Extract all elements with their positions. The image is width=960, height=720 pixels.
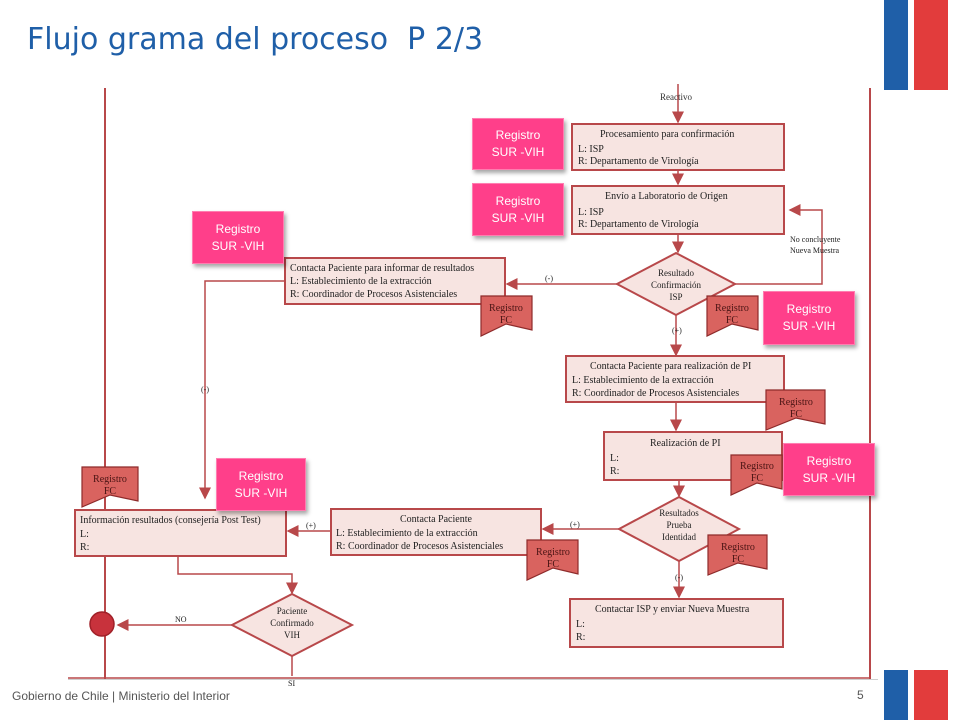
- svg-text:L: ISP: L: ISP: [578, 207, 604, 218]
- svg-text:Paciente: Paciente: [277, 606, 308, 616]
- svg-text:Procesamiento para confirmació: Procesamiento para confirmación: [600, 129, 734, 140]
- envio-box: Envío a Laboratorio de Origen L: ISP R: …: [571, 185, 785, 235]
- svg-text:Resultados: Resultados: [659, 508, 699, 518]
- svg-text:Contacta Paciente: Contacta Paciente: [400, 514, 472, 525]
- svg-text:R: Departamento de Virología: R: Departamento de Virología: [578, 219, 699, 230]
- svg-text:Registro: Registro: [536, 547, 570, 558]
- svg-text:Realización de PI: Realización de PI: [650, 438, 721, 449]
- no-concluyente-label-2: Nueva Muestra: [790, 246, 840, 255]
- svg-text:L:: L:: [80, 529, 89, 540]
- procesamiento-box: Procesamiento para confirmación L: ISP R…: [571, 123, 785, 171]
- chile-flag-stripe-top: [884, 0, 948, 90]
- svg-text:Contactar ISP y enviar Nueva M: Contactar ISP y enviar Nueva Muestra: [595, 604, 750, 615]
- svg-text:ISP: ISP: [669, 292, 682, 302]
- svg-text:Información resultados (consej: Información resultados (consejería Post …: [80, 515, 261, 526]
- paciente-confirmado-diamond: Paciente Confirmado VIH: [229, 592, 355, 658]
- slide-title: Flujo grama del proceso P 2/3: [27, 22, 484, 57]
- registro-fc-2: Registro FC: [706, 295, 759, 337]
- svg-text:FC: FC: [104, 486, 117, 497]
- neg-label-prueba: (-): [675, 573, 683, 582]
- contacta-informar-box: Contacta Paciente para informar de resul…: [284, 257, 506, 305]
- registro-fc-4: Registro FC: [730, 454, 783, 496]
- footer-text: Gobierno de Chile | Ministerio del Inter…: [12, 689, 230, 703]
- svg-text:Resultado: Resultado: [658, 268, 694, 278]
- neg-label-left: (-): [201, 385, 209, 394]
- svg-text:VIH: VIH: [284, 630, 300, 640]
- svg-text:Contacta Paciente para informa: Contacta Paciente para informar de resul…: [290, 263, 474, 274]
- svg-text:L:: L:: [610, 453, 619, 464]
- registro-fc-7: Registro FC: [81, 466, 139, 508]
- svg-text:R:: R:: [576, 632, 585, 643]
- page-number: 5: [857, 688, 864, 702]
- chile-flag-stripe-bottom: [884, 670, 948, 720]
- registro-fc-5: Registro FC: [707, 534, 768, 576]
- no-concluyente-label-1: No concluyente: [790, 235, 841, 244]
- no-label: NO: [175, 615, 187, 624]
- svg-text:FC: FC: [732, 554, 745, 565]
- svg-text:Registro: Registro: [721, 542, 755, 553]
- svg-text:R:: R:: [610, 466, 619, 477]
- informacion-box: Información resultados (consejería Post …: [74, 509, 287, 557]
- pos-label-isp: (+): [672, 326, 682, 335]
- pos-label-prueba: (+): [570, 520, 580, 529]
- svg-text:R: Coordinador de Procesos Asi: R: Coordinador de Procesos Asistenciales: [290, 289, 457, 300]
- registro-fc-1: Registro FC: [480, 295, 533, 337]
- svg-text:FC: FC: [547, 559, 560, 570]
- svg-text:Confirmado: Confirmado: [270, 618, 314, 628]
- footer-divider: [68, 679, 878, 680]
- svg-text:FC: FC: [500, 315, 513, 326]
- svg-text:Identidad: Identidad: [662, 532, 696, 542]
- contactar-isp-box: Contactar ISP y enviar Nueva Muestra L: …: [569, 598, 784, 648]
- svg-text:R: Coordinador de Procesos Asi: R: Coordinador de Procesos Asistenciales: [336, 541, 503, 552]
- contacta-pi-box: Contacta Paciente para realización de PI…: [565, 355, 785, 403]
- svg-text:FC: FC: [751, 473, 764, 484]
- svg-text:R: Departamento de Virología: R: Departamento de Virología: [578, 156, 699, 167]
- svg-text:Registro: Registro: [93, 474, 127, 485]
- svg-text:Registro: Registro: [779, 397, 813, 408]
- registro-fc-3: Registro FC: [765, 389, 826, 431]
- pos-label-contacta: (+): [306, 521, 316, 530]
- svg-text:R: Coordinador de Procesos Asi: R: Coordinador de Procesos Asistenciales: [572, 388, 739, 399]
- si-label: SI: [288, 679, 295, 688]
- contacta-paciente-box: Contacta Paciente L: Establecimiento de …: [330, 508, 542, 556]
- start-label: Reactivo: [660, 92, 692, 102]
- neg-label-isp: (-): [545, 274, 553, 283]
- svg-text:L: Establecimiento de la extra: L: Establecimiento de la extracción: [572, 375, 714, 386]
- resultado-isp-diamond: Resultado Confirmación ISP: [614, 251, 738, 317]
- svg-text:FC: FC: [726, 315, 739, 326]
- svg-text:L: ISP: L: ISP: [578, 144, 604, 155]
- svg-text:L: Establecimiento de la extra: L: Establecimiento de la extracción: [336, 528, 478, 539]
- svg-text:Registro: Registro: [715, 303, 749, 314]
- svg-text:Confirmación: Confirmación: [651, 280, 701, 290]
- svg-text:L: Establecimiento de la extra: L: Establecimiento de la extracción: [290, 276, 432, 287]
- end-node: [89, 611, 115, 637]
- svg-text:R:: R:: [80, 542, 89, 553]
- svg-text:FC: FC: [790, 409, 803, 420]
- svg-text:Registro: Registro: [489, 303, 523, 314]
- svg-text:Envío a Laboratorio de Origen: Envío a Laboratorio de Origen: [605, 191, 728, 202]
- svg-text:Registro: Registro: [740, 461, 774, 472]
- registro-fc-6: Registro FC: [526, 539, 579, 581]
- svg-text:L:: L:: [576, 619, 585, 630]
- svg-text:Prueba: Prueba: [667, 520, 692, 530]
- svg-text:Contacta Paciente para realiza: Contacta Paciente para realización de PI: [590, 361, 751, 372]
